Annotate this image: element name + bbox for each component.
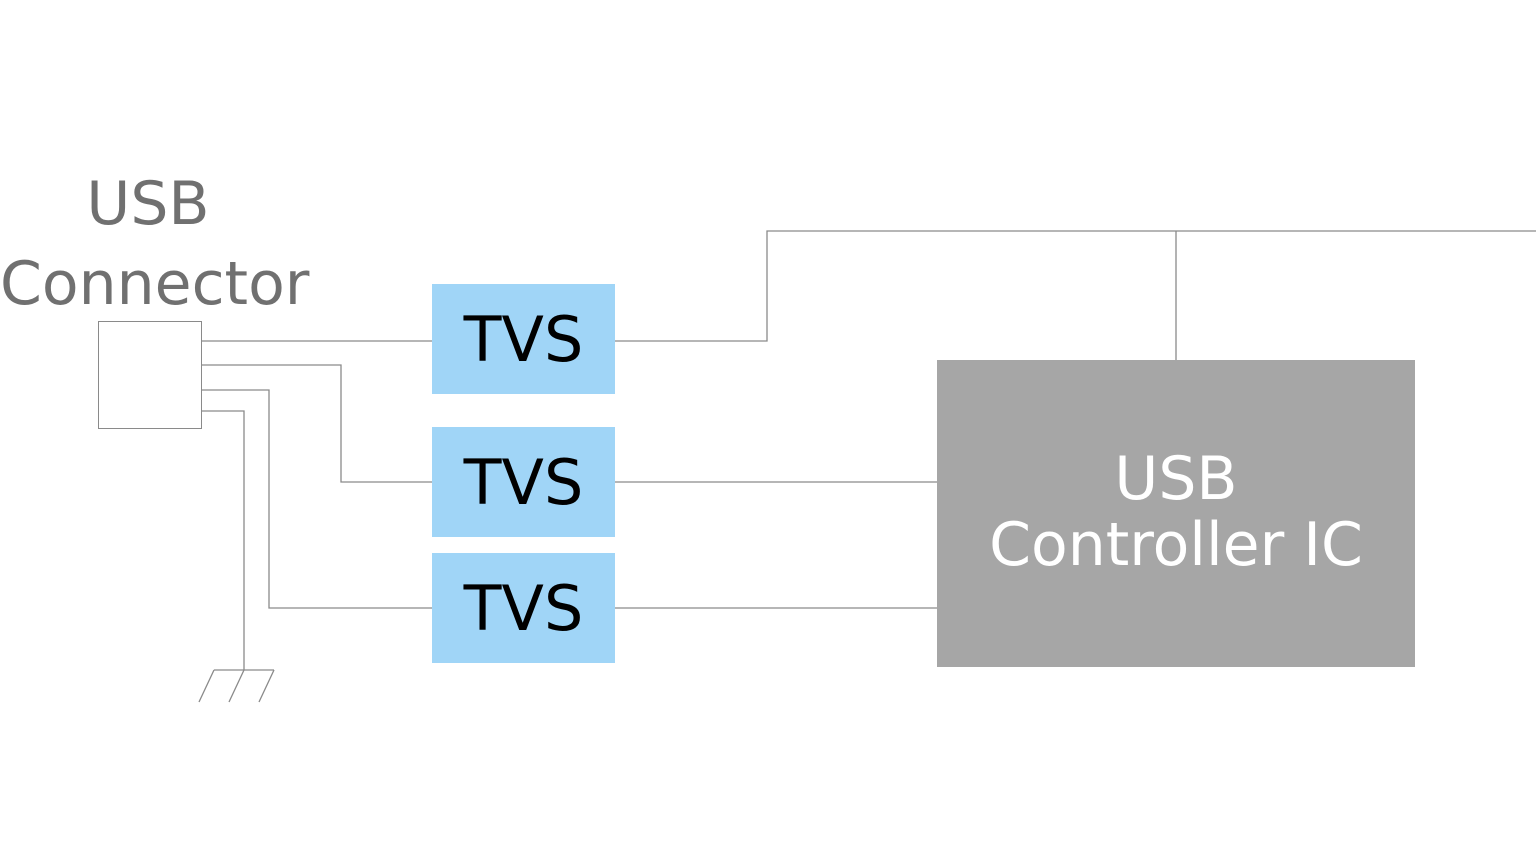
ground-icon — [198, 669, 275, 703]
connector-label-line1: USB — [86, 169, 210, 239]
wire-connector-to-tvs3 — [202, 389, 432, 609]
wire-connector-to-ground — [202, 410, 245, 670]
tvs-block-1: TVS — [432, 284, 615, 394]
tvs-label-2: TVS — [463, 445, 584, 519]
wire-connector-to-tvs2 — [202, 364, 432, 483]
tvs-label-1: TVS — [463, 302, 584, 376]
connector-label: USB Connector — [0, 164, 310, 324]
wire-tvs1-to-bus — [615, 230, 1536, 342]
tvs-label-3: TVS — [463, 571, 584, 645]
connector-label-line2: Connector — [0, 249, 310, 319]
tvs-block-2: TVS — [432, 427, 615, 537]
tvs-block-3: TVS — [432, 553, 615, 663]
controller-label-line1: USB — [1114, 444, 1238, 514]
controller-label-line2: Controller IC — [989, 510, 1363, 580]
usb-controller-ic-block: USB Controller IC — [937, 360, 1415, 667]
usb-connector-block — [98, 321, 202, 429]
